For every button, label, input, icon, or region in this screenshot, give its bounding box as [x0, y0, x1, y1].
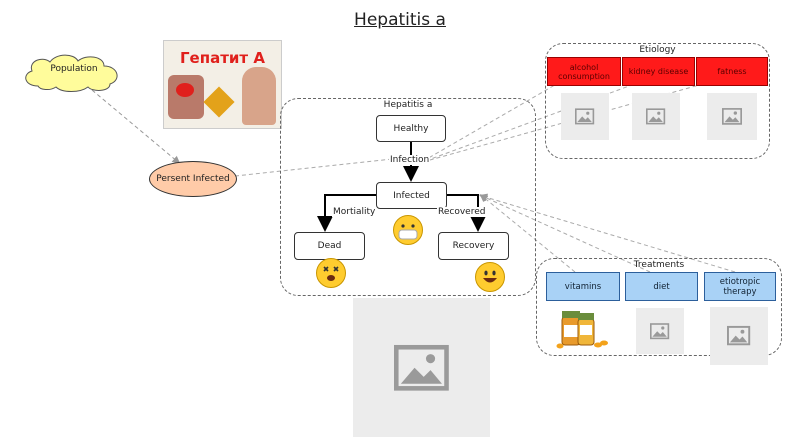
- flow-label-mortiality: Mortiality: [332, 207, 377, 217]
- treatment-item-etiotropic-therapy[interactable]: etiotropic therapy: [704, 272, 776, 301]
- vitamin-bottles-image: [556, 311, 608, 349]
- etiology-item-kidney[interactable]: kidney disease: [622, 57, 695, 86]
- diet-link: [479, 194, 651, 273]
- poster-figure-right: [242, 67, 276, 125]
- treatment-image-placeholder-1: [636, 308, 684, 354]
- treatments-group: Treatments: [536, 258, 782, 356]
- population-label: Population: [50, 64, 98, 74]
- alcohol-link: [424, 81, 561, 161]
- etiology-image-placeholder-2: [632, 93, 680, 140]
- poster-liver-highlight: [176, 83, 194, 97]
- etiology-group: Etiology: [545, 43, 770, 159]
- flow-label-infection: Infection: [389, 155, 431, 165]
- poster-title: Гепатит А: [180, 49, 265, 67]
- therapy-link: [479, 193, 736, 273]
- diagram-title: Hepatitis a: [354, 10, 446, 30]
- dizzy-face-icon: [316, 258, 346, 288]
- etiology-image-placeholder-1: [561, 93, 609, 140]
- hepatitis-model-group-label: Hepatitis a: [383, 100, 433, 110]
- image-icon: [646, 108, 666, 125]
- etiology-image-placeholder-3: [707, 93, 757, 140]
- state-infected[interactable]: Infected: [376, 182, 447, 209]
- persent-infected-label: Persent Infected: [156, 174, 230, 184]
- hepatitis-a-poster-image: Гепатит А: [163, 40, 282, 129]
- treatments-label: Treatments: [633, 260, 685, 270]
- hepatitis-model-group: Hepatitis a: [280, 98, 536, 296]
- etiology-label: Etiology: [639, 45, 676, 55]
- persent-infected-node[interactable]: Persent Infected: [149, 161, 237, 197]
- etiology-item-fatness[interactable]: fatness: [696, 57, 768, 86]
- poster-warning-sign: [203, 86, 235, 118]
- poster-figure-left: [168, 75, 204, 119]
- etiology-item-alcohol[interactable]: alcohol consumption: [547, 57, 621, 86]
- image-icon: [575, 108, 595, 125]
- flow-label-recovered: Recovered: [437, 207, 487, 217]
- vitamins-link: [479, 194, 576, 273]
- treatment-image-placeholder-2: [710, 307, 768, 365]
- population-cloud[interactable]: [18, 50, 130, 94]
- image-icon: [722, 108, 742, 125]
- state-healthy[interactable]: Healthy: [376, 115, 446, 142]
- image-icon: [650, 322, 670, 339]
- state-dead[interactable]: Dead: [294, 232, 365, 260]
- state-recovery[interactable]: Recovery: [438, 232, 509, 260]
- infected-to-dead-flow: [317, 194, 376, 232]
- grinning-face-icon: [475, 262, 505, 292]
- image-icon: [394, 344, 449, 391]
- treatment-item-diet[interactable]: diet: [625, 272, 698, 301]
- image-icon: [727, 326, 751, 346]
- large-image-placeholder: [353, 298, 490, 437]
- population-to-infected-link: [91, 89, 181, 164]
- treatment-item-vitamins[interactable]: vitamins: [546, 272, 620, 301]
- masked-face-icon: [393, 215, 423, 245]
